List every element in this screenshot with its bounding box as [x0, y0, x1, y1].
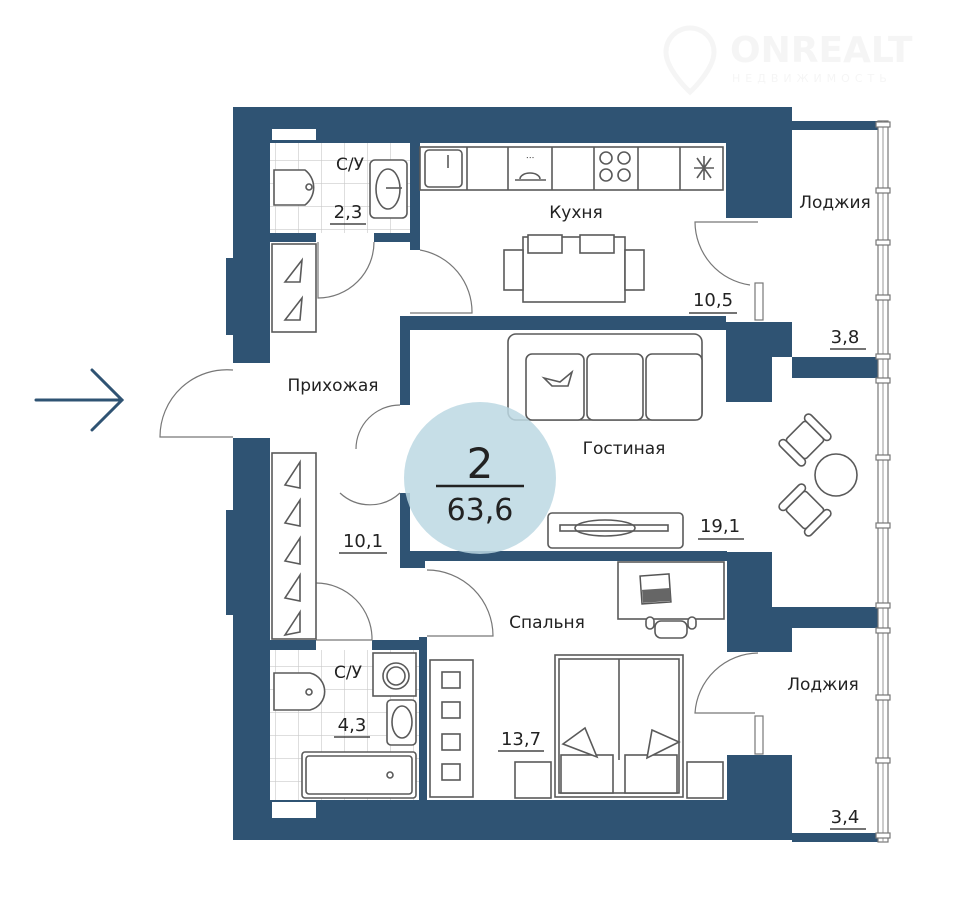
svg-text:ᐝᐝᐝ: ᐝᐝᐝ [526, 155, 535, 168]
bath1-door [317, 241, 375, 299]
kitchen-sink-icon [424, 149, 463, 188]
kitchen-area: 10,5 [693, 290, 733, 311]
loggia1-area: 3,8 [831, 327, 860, 348]
doors [159, 221, 764, 755]
loggia1-door [694, 221, 758, 286]
brand-watermark: ONREALT НЕДВИЖИМОСТЬ [663, 25, 913, 96]
toilet-icon [273, 169, 315, 206]
bedroom-door [426, 569, 494, 637]
svg-text:ONREALT: ONREALT [730, 30, 913, 71]
dining-table-icon [503, 234, 645, 303]
room-labels: С/У 2,3 Кухня 10,5 Лоджия 3,8 Прихожая 1… [287, 155, 871, 830]
bath1-name: С/У [336, 155, 365, 175]
walls [226, 107, 878, 842]
hall-area: 10,1 [343, 531, 383, 552]
stove-icon [599, 151, 631, 182]
total-area: 63,6 [447, 493, 514, 528]
bath2-door [315, 582, 373, 641]
room-count: 2 [467, 439, 494, 488]
bath2-area: 4,3 [338, 715, 367, 736]
wardrobe-icon [429, 659, 474, 798]
bath2-name: С/У [334, 663, 363, 683]
summary-badge: 2 63,6 [404, 402, 556, 554]
toilet-icon [273, 672, 326, 711]
nightstand-icon [514, 761, 724, 799]
living-name: Гостиная [583, 439, 666, 459]
kitchen-counter: ᐝᐝᐝ [419, 146, 724, 191]
desk-icon [617, 561, 725, 639]
kitchen-door [410, 249, 473, 314]
loggia2-door [694, 652, 759, 714]
sink-icon [386, 699, 417, 746]
svg-text:НЕДВИЖИМОСТЬ: НЕДВИЖИМОСТЬ [732, 72, 892, 85]
kitchen-name: Кухня [549, 203, 603, 223]
living-area: 19,1 [700, 516, 740, 537]
living-door [339, 404, 401, 506]
bathtub-icon [301, 751, 417, 799]
bath1-area: 2,3 [334, 202, 363, 223]
hall-name: Прихожая [287, 376, 378, 396]
loggia2-name: Лоджия [787, 675, 859, 695]
round-table-icon [778, 413, 858, 537]
hanger-rack-icon [271, 452, 317, 640]
window-strip [875, 120, 891, 843]
arrow-right-icon [34, 368, 125, 432]
bedroom-area: 13,7 [501, 729, 541, 750]
sink-icon [369, 159, 408, 219]
washing-machine-icon [372, 652, 417, 697]
tv-stand-icon [547, 512, 684, 549]
loggia1-name: Лоджия [799, 193, 871, 213]
sofa-icon [507, 333, 703, 421]
loggia2-area: 3,4 [831, 807, 860, 828]
shoe-rack-icon [271, 243, 317, 333]
entrance-door [159, 369, 234, 438]
bed-icon [554, 654, 684, 798]
bedroom-name: Спальня [509, 613, 585, 633]
fridge-icon [694, 156, 714, 180]
dishwasher-icon: ᐝᐝᐝ [515, 155, 546, 181]
